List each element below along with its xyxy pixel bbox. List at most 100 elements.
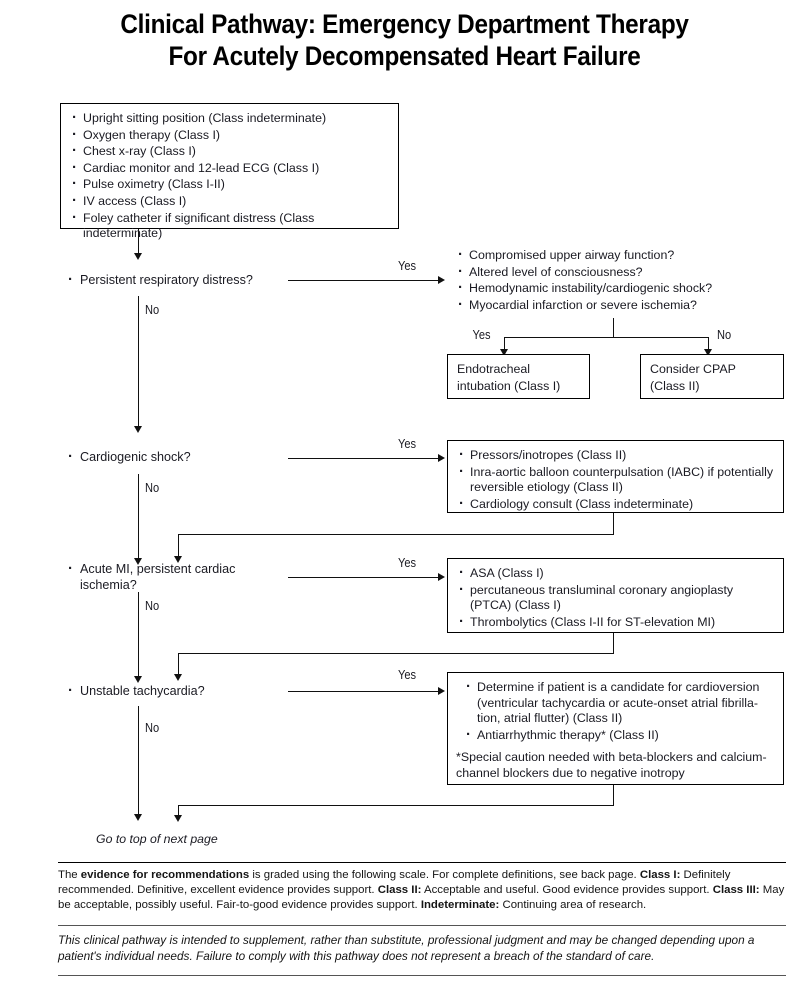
list-item: Altered level of consciousness? [456,264,786,281]
list-item: Cardiac monitor and 12-lead ECG (Class I… [70,160,389,177]
connector-step4-return-stem [613,785,614,806]
initial-orders-list: Upright sitting position (Class indeterm… [70,110,389,242]
cardiogenic-shock-outcome-box: Pressors/inotropes (Class II) Inra-aorti… [447,440,784,513]
list-item: Pressors/inotropes (Class II) [457,447,774,464]
connector-step4-yes [288,691,440,692]
footer-divider-middle [58,925,786,926]
connector-step4-return-bar [178,805,614,806]
connector-step2-yes [288,458,440,459]
evidence-seg-6: Class II: [377,884,422,897]
outcome-list-step3: ASA (Class I) percutaneous transluminal … [457,565,774,631]
no-label-step4: No [145,721,160,735]
connector-airway-no [708,337,709,351]
connector-initial-to-step1 [138,229,139,255]
evidence-seg-2: evidence for recommendations [80,869,250,881]
evidence-seg-5: Definitely recommended. Definitive, exce… [58,869,731,897]
arrow-down-icon [174,674,182,681]
yes-label-step2: Yes [398,437,417,451]
list-item: Hemodynamic instability/cardiogenic shoc… [456,280,786,297]
connector-step2-return-stem [613,513,614,535]
evidence-seg-10: Indeterminate: [420,899,500,912]
decision-label: Unstable tachycardia? [80,684,205,698]
arrow-down-icon [134,676,142,683]
list-item: percutaneous transluminal coronary angio… [457,582,774,614]
arrow-down-icon [174,556,182,563]
connector-airway-bar [504,337,708,338]
evidence-seg-4: Class I: [639,869,681,881]
connector-step1-no [138,296,139,428]
decision-cardiogenic-shock: · Cardiogenic shock? [68,448,318,466]
no-label-airway: No [717,328,732,342]
arrow-down-icon [134,558,142,565]
arrow-right-icon [438,453,445,462]
consider-cpap-box: Consider CPAP (Class II) [640,354,784,399]
consider-cpap-list: Consider CPAP (Class II) [650,362,774,394]
list-item: Oxygen therapy (Class I) [70,127,389,144]
list-item: Myocardial infarction or severe ischemia… [456,297,786,314]
decision-respiratory-distress: · Persistent respiratory distress? [68,271,318,289]
evidence-seg-9: May be acceptable, possibly useful. Fair… [58,884,785,912]
outcome-list-step1: Compromised upper airway function? Alter… [456,247,786,314]
no-label-step2: No [145,481,160,495]
decision-label: Cardiogenic shock? [80,450,191,464]
arrow-down-icon [704,349,712,356]
list-item: Upright sitting position (Class indeterm… [70,110,389,127]
evidence-seg-3: is graded using the following scale. For… [249,869,640,881]
continuation-label: Go to top of next page [96,832,218,846]
list-item: IV access (Class I) [70,193,389,210]
evidence-seg-8: Class III: [712,884,760,897]
outcome-footnote-step4: *Special caution needed with beta-blocke… [456,750,767,780]
arrow-down-icon [174,815,182,822]
initial-orders-box: Upright sitting position (Class indeterm… [60,103,399,240]
bullet-icon: · [68,271,73,288]
no-label-step3: No [145,599,160,613]
list-item: Determine if patient is a candidate for … [464,679,774,727]
connector-step4-return-drop [178,805,179,817]
box-line: intubation (Class I) [457,378,561,393]
arrow-right-icon [438,686,445,695]
page-title-line-1: Clinical Pathway: Emergency Department T… [120,9,689,39]
list-item: ASA (Class I) [457,565,774,582]
page-title-line-2: For Acutely Decompensated Heart Failure [168,41,641,71]
list-item: Pulse oximetry (Class I-II) [70,176,389,193]
evidence-seg-1: The [58,869,81,881]
no-label-step1: No [145,303,160,317]
outcome-list-step4: Determine if patient is a candidate for … [464,679,774,743]
connector-step2-return-bar [178,534,614,535]
connector-step3-no [138,592,139,678]
decision-acute-mi: · Acute MI, persistent cardiac ischemia? [68,560,308,593]
decision-label-line-2: ischemia? [80,577,137,592]
evidence-seg-7: Acceptable and useful. Good evidence pro… [421,884,713,897]
endotracheal-intubation-box: Endotracheal intubation (Class I) [447,354,590,399]
bullet-icon: · [68,560,73,577]
outcome-list-step2: Pressors/inotropes (Class II) Inra-aorti… [457,447,774,513]
connector-step3-yes [288,577,440,578]
arrow-right-icon [438,572,445,581]
box-line: (Class II) [650,378,700,393]
list-item: Thrombolytics (Class I-II for ST-elevati… [457,614,774,631]
list-item: Foley catheter if significant distress (… [70,210,389,242]
connector-airway-stem [613,318,614,338]
arrow-right-icon [438,275,445,284]
connector-step3-return-drop [178,653,179,676]
arrow-down-icon [134,426,142,433]
yes-label-step4: Yes [398,668,417,682]
list-item: Cardiology consult (Class indeterminate) [457,496,774,513]
evidence-grading-note: The evidence for recommendations is grad… [58,868,786,914]
acute-mi-outcome-box: ASA (Class I) percutaneous transluminal … [447,558,784,633]
yes-label-step1: Yes [398,259,417,273]
decision-label: Persistent respiratory distress? [80,273,253,287]
unstable-tachycardia-outcome-box: Determine if patient is a candidate for … [447,672,784,785]
connector-step4-no [138,706,139,816]
bullet-icon: · [68,448,73,465]
footer-divider-top [58,862,786,863]
connector-step2-return-drop [178,534,179,558]
list-item: Inra-aortic balloon counterpulsation (IA… [457,464,774,496]
list-item: Chest x-ray (Class I) [70,143,389,160]
footer-divider-bottom [58,975,786,976]
arrow-down-icon [134,253,142,260]
connector-step3-return-stem [613,633,614,654]
arrow-down-icon [500,349,508,356]
box-line: Consider CPAP [650,362,736,376]
connector-step1-yes [288,280,440,281]
